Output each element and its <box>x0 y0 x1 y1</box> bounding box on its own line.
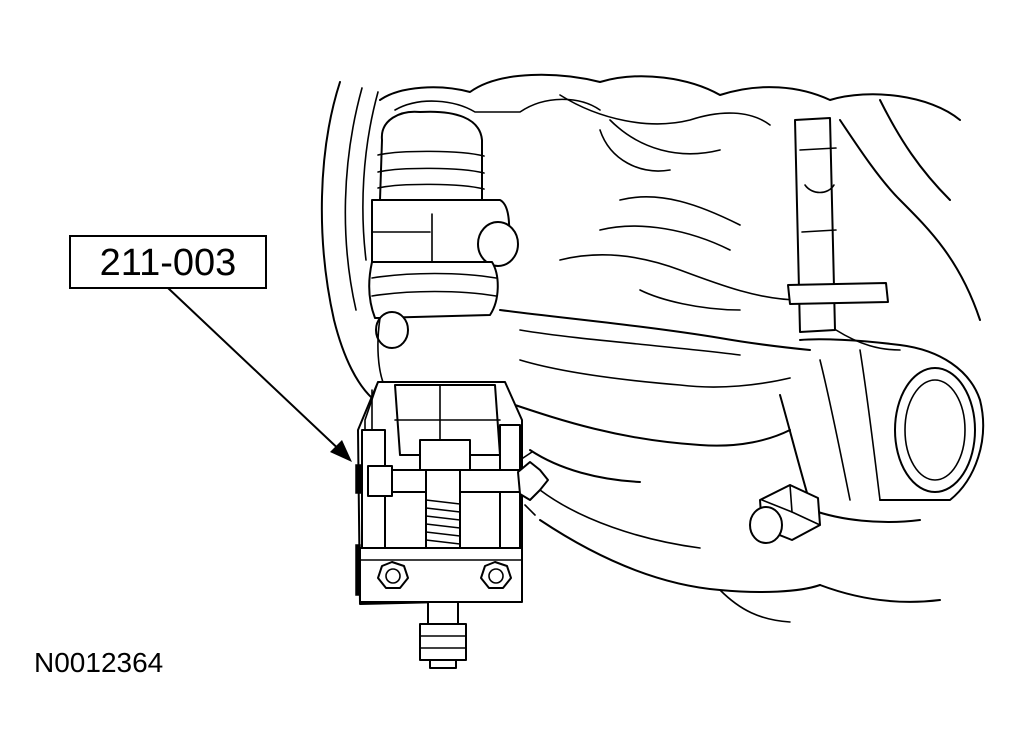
figure-id: N0012364 <box>34 647 163 678</box>
leader-arrowhead <box>330 440 352 462</box>
callout-box <box>69 235 267 289</box>
leader-line <box>167 287 347 457</box>
tool-number-label: 211-003 <box>100 242 237 284</box>
suspension-assembly <box>320 73 985 623</box>
callout: 211-003 <box>69 235 352 462</box>
ball-joint-separator-tool <box>355 381 549 669</box>
